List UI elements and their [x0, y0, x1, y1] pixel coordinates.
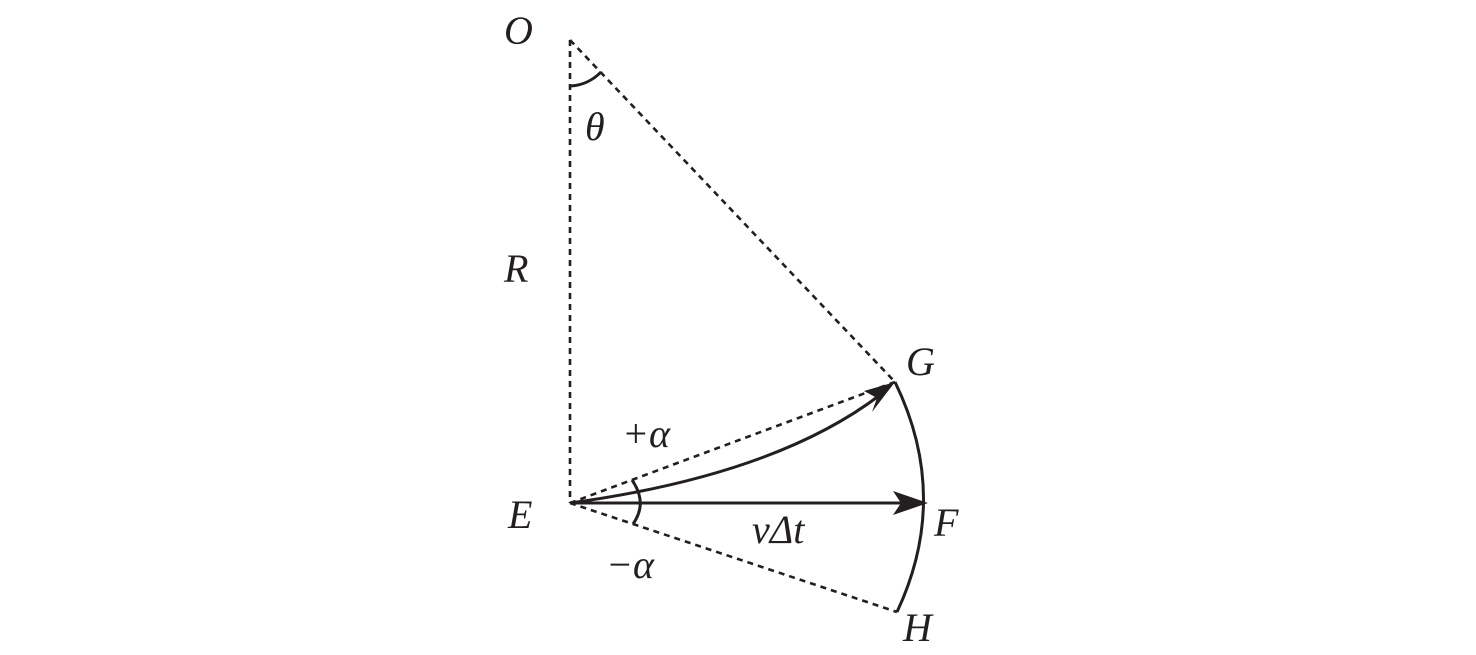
- label-radius: R: [503, 246, 528, 291]
- label-point-g: G: [906, 339, 935, 384]
- arrow-eg-curve: [569, 393, 881, 505]
- label-point-h: H: [902, 605, 934, 650]
- theta-angle-arc: [569, 70, 603, 88]
- label-displacement: vΔt: [752, 507, 805, 552]
- label-point-e: E: [507, 492, 532, 537]
- arrow-ef-head: [893, 491, 928, 515]
- label-theta: θ: [585, 104, 605, 149]
- arrow-eg-head: [864, 382, 895, 412]
- label-point-o: O: [504, 8, 533, 53]
- label-point-f: F: [933, 500, 959, 545]
- arc-gfh: [893, 381, 925, 613]
- line-og: [569, 39, 896, 383]
- line-eg-plus-alpha: [569, 380, 896, 505]
- label-minus-alpha: −α: [606, 542, 655, 587]
- label-plus-alpha: +α: [622, 411, 671, 456]
- line-eh-minus-alpha: [569, 501, 898, 614]
